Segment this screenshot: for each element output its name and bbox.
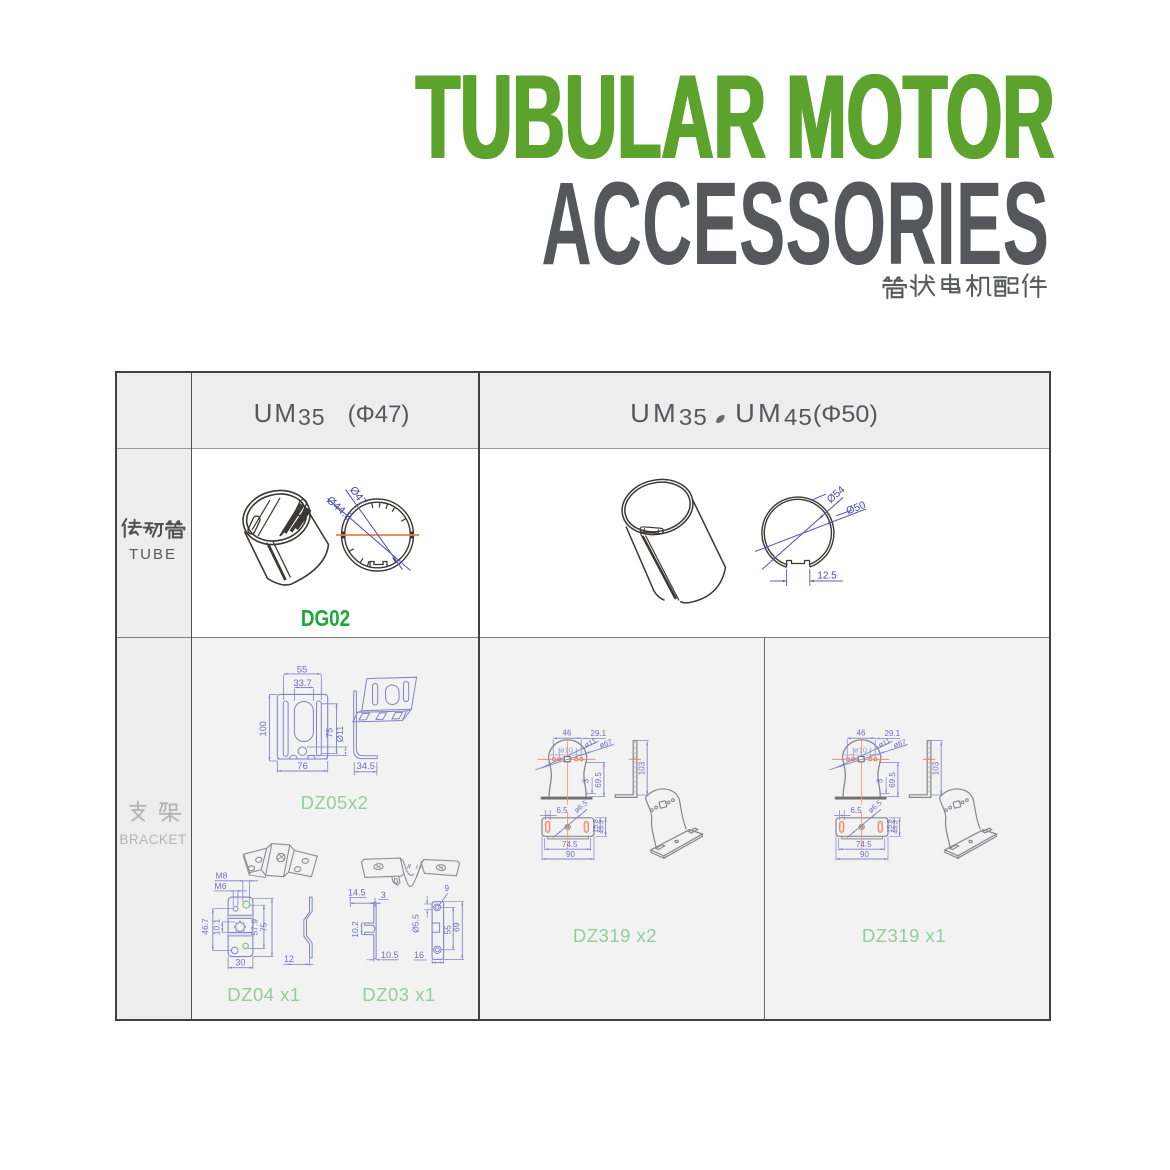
svg-text:43.3: 43.3 (598, 820, 605, 834)
svg-text:12: 12 (284, 954, 294, 964)
svg-text:14.5: 14.5 (348, 887, 366, 897)
svg-text:69.5: 69.5 (594, 772, 603, 788)
svg-text:30: 30 (235, 957, 245, 967)
svg-text:Ø50: Ø50 (845, 499, 868, 517)
svg-text:3: 3 (582, 778, 591, 783)
svg-text:46.7: 46.7 (200, 918, 210, 935)
svg-text:Ø5.5: Ø5.5 (410, 914, 420, 933)
svg-text:75: 75 (259, 922, 269, 932)
svg-text:15.8: 15.8 (593, 819, 600, 833)
svg-text:75: 75 (325, 728, 335, 738)
svg-text:55: 55 (443, 925, 453, 935)
svg-text:Ø54: Ø54 (825, 484, 848, 506)
svg-text:34.5: 34.5 (356, 761, 375, 772)
svg-text:46: 46 (563, 729, 572, 738)
svg-text:10.2: 10.2 (350, 921, 360, 938)
svg-text:9: 9 (445, 884, 450, 893)
svg-text:69: 69 (451, 922, 461, 932)
svg-text:3: 3 (381, 890, 386, 900)
svg-text:76: 76 (297, 761, 308, 772)
svg-text:10.1: 10.1 (211, 918, 221, 935)
svg-text:55: 55 (297, 664, 308, 675)
svg-text:103: 103 (637, 761, 646, 775)
svg-text:M6: M6 (215, 881, 227, 891)
svg-text:100: 100 (258, 721, 268, 736)
svg-text:6.5: 6.5 (556, 806, 568, 815)
svg-text:ø10: ø10 (560, 746, 573, 755)
svg-text:74.5: 74.5 (562, 840, 578, 849)
svg-text:ø67: ø67 (598, 737, 613, 750)
svg-text:33.7: 33.7 (293, 678, 312, 689)
svg-text:Ø11: Ø11 (335, 726, 345, 742)
svg-text:ø6.5: ø6.5 (572, 798, 589, 815)
svg-text:M8: M8 (216, 871, 228, 881)
svg-text:90: 90 (566, 850, 575, 859)
svg-text:Ø44.3: Ø44.3 (324, 494, 354, 523)
svg-text:57.9: 57.9 (250, 919, 260, 936)
svg-text:12.5: 12.5 (817, 571, 837, 582)
svg-text:29.1: 29.1 (591, 729, 607, 738)
svg-text:10.5: 10.5 (381, 950, 399, 960)
svg-text:16: 16 (414, 950, 424, 960)
